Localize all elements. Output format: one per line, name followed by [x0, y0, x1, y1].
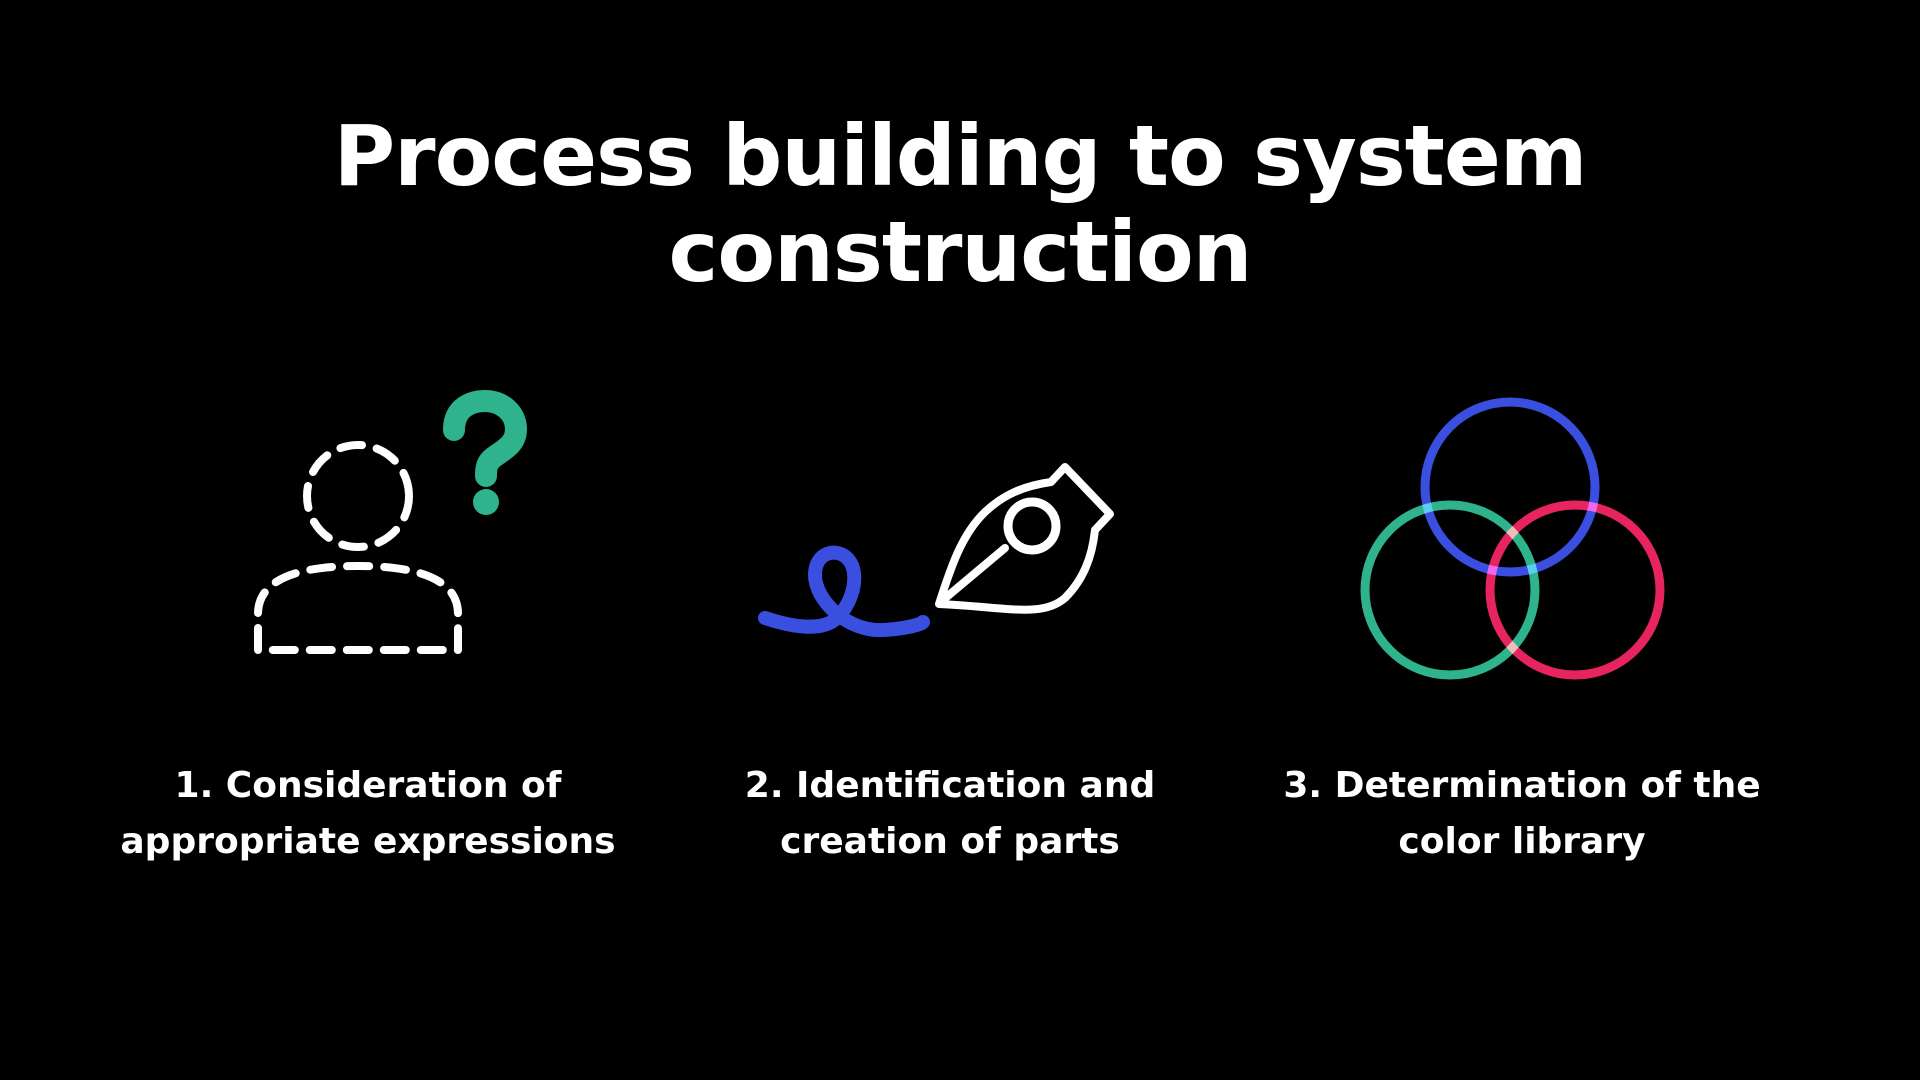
- step-2-line-2: creation of parts: [780, 821, 1120, 862]
- step-1-line-1: 1. Consideration of: [174, 765, 562, 806]
- step-1-caption: 1. Consideration of appropriate expressi…: [88, 758, 648, 870]
- color-circles-icon: [1360, 397, 1665, 680]
- pen-tool-icon: [758, 463, 1114, 638]
- step-1-icon: [240, 390, 530, 670]
- person-question-icon: [254, 390, 528, 654]
- page-title: Process building to system construction: [0, 108, 1920, 300]
- step-2-caption: 2. Identification and creation of parts: [670, 758, 1230, 870]
- step-3-icon: [1350, 390, 1680, 690]
- title-line-2: construction: [668, 203, 1253, 301]
- step-3-line-1: 3. Determination of the: [1283, 765, 1761, 806]
- step-2-icon: [755, 440, 1135, 650]
- step-2-line-1: 2. Identification and: [744, 765, 1156, 806]
- title-line-1: Process building to system: [333, 107, 1588, 205]
- step-1-line-2: appropriate expressions: [120, 821, 616, 862]
- step-3-line-2: color library: [1398, 821, 1646, 862]
- step-3-caption: 3. Determination of the color library: [1242, 758, 1802, 870]
